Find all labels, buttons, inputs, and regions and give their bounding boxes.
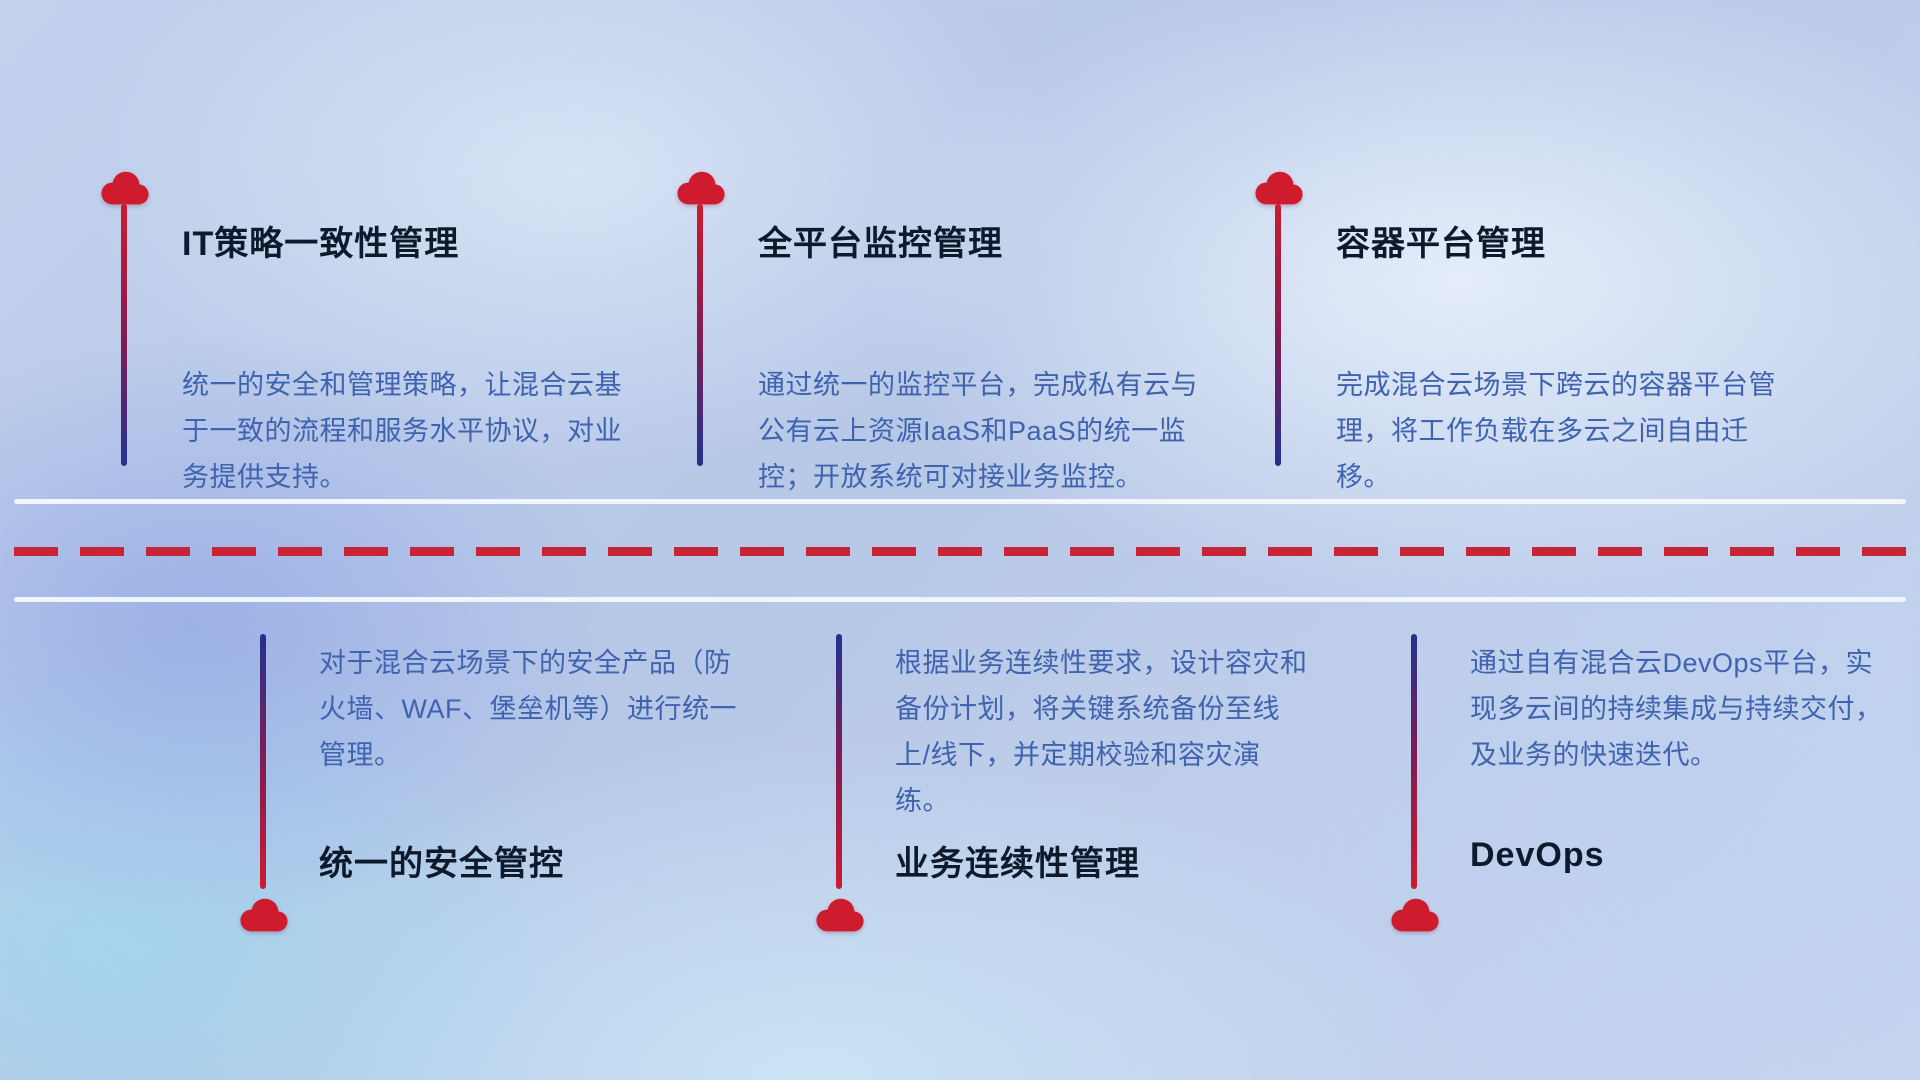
connector-line [697, 204, 703, 466]
feature-description: 根据业务连续性要求，设计容灾和备份计划，将关键系统备份至线上/线下，并定期校验和… [895, 648, 1308, 816]
feature-title: 容器平台管理 [1336, 225, 1546, 263]
feature-title: IT策略一致性管理 [182, 225, 460, 263]
connector-line [1275, 204, 1281, 466]
feature-description: 完成混合云场景下跨云的容器平台管理，将工作负载在多云之间自由迁移。 [1336, 370, 1776, 492]
divider-dashed-red [14, 547, 1906, 556]
feature-title: 统一的安全管控 [319, 845, 564, 883]
cloud-icon [1255, 171, 1303, 205]
connector-line [836, 634, 842, 889]
feature-description: 通过统一的监控平台，完成私有云与公有云上资源IaaS和PaaS的统一监控；开放系… [758, 370, 1198, 492]
cloud-icon [240, 898, 288, 932]
connector-line [1411, 634, 1417, 889]
cloud-icon [101, 171, 149, 205]
feature-description: 统一的安全和管理策略，让混合云基于一致的流程和服务水平协议，对业务提供支持。 [182, 370, 622, 492]
feature-title: DevOps [1470, 836, 1605, 874]
feature-title: 业务连续性管理 [895, 845, 1140, 883]
feature-description: 对于混合云场景下的安全产品（防火墙、WAF、堡垒机等）进行统一管理。 [319, 648, 737, 770]
cloud-icon [1391, 898, 1439, 932]
cloud-icon [816, 898, 864, 932]
connector-line [260, 634, 266, 889]
connector-line [121, 204, 127, 466]
divider-solid-top [14, 499, 1906, 504]
divider-solid-bottom [14, 597, 1906, 602]
cloud-icon [677, 171, 725, 205]
feature-description: 通过自有混合云DevOps平台，实现多云间的持续集成与持续交付，及业务的快速迭代… [1470, 648, 1883, 770]
feature-title: 全平台监控管理 [758, 225, 1003, 263]
